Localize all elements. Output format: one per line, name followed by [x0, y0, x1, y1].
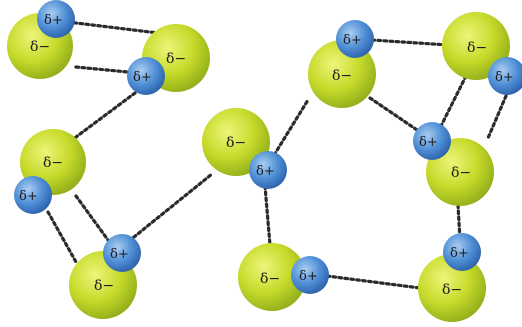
- partial-negative-label: δ−: [467, 40, 487, 56]
- hydrogen-atom: [103, 234, 141, 272]
- water-molecule: δ− δ+: [127, 24, 210, 95]
- water-molecule: δ− δ+: [442, 12, 522, 95]
- hydrogen-bond: [269, 98, 310, 162]
- water-molecule: δ− δ+: [308, 20, 376, 108]
- water-molecule: δ− δ+: [69, 234, 141, 319]
- hydrogen-bond: [74, 194, 110, 242]
- partial-negative-label: δ−: [226, 135, 246, 151]
- hydrogen-bond: [46, 210, 78, 264]
- hydrogen-bond: [368, 96, 422, 134]
- partial-positive-label: δ+: [44, 13, 63, 28]
- oxygen-atom: [418, 254, 486, 322]
- water-molecule: δ− δ+: [418, 233, 486, 322]
- oxygen-atom: [442, 12, 510, 80]
- water-molecule: δ− δ+: [413, 122, 494, 206]
- partial-positive-label: δ+: [450, 246, 469, 261]
- partial-positive-label: δ+: [133, 70, 152, 85]
- hydrogen-atom: [488, 57, 522, 95]
- hydrogen-bond: [370, 38, 450, 47]
- partial-negative-label: δ−: [442, 282, 462, 298]
- water-molecule: δ− δ+: [202, 108, 287, 189]
- hydrogen-bond: [263, 184, 272, 247]
- partial-positive-label: δ+: [299, 269, 318, 284]
- partial-negative-label: δ−: [166, 51, 186, 67]
- water-molecule: δ− δ+: [14, 129, 86, 214]
- partial-negative-label: δ−: [94, 278, 114, 294]
- water-molecule: δ− δ+: [7, 0, 75, 79]
- water-molecule: δ− δ+: [238, 243, 329, 311]
- hydrogen-bond: [70, 91, 137, 142]
- partial-negative-label: δ−: [332, 68, 352, 84]
- partial-positive-label: δ+: [110, 247, 129, 262]
- partial-positive-label: δ+: [419, 135, 438, 150]
- hydrogen-bond: [66, 20, 160, 35]
- hydrogen-atom: [127, 57, 165, 95]
- hydrogen-atom: [249, 151, 287, 189]
- hydrogen-bond: [486, 94, 508, 140]
- partial-positive-label: δ+: [19, 189, 38, 204]
- partial-negative-label: δ−: [260, 271, 280, 287]
- partial-positive-label: δ+: [495, 70, 514, 85]
- hydrogen-bond: [438, 74, 468, 130]
- partial-negative-label: δ−: [43, 155, 63, 171]
- hydrogen-atom: [291, 256, 329, 294]
- partial-negative-label: δ−: [30, 39, 50, 55]
- hydrogen-bond: [325, 274, 422, 290]
- hydrogen-atom: [413, 122, 451, 160]
- hydrogen-bond: [127, 172, 214, 243]
- partial-negative-label: δ−: [451, 165, 471, 181]
- hydrogen-atom: [336, 20, 374, 58]
- hydrogen-atom: [443, 233, 481, 271]
- hydrogen-atom: [14, 176, 52, 214]
- hydrogen-atom: [37, 0, 75, 38]
- partial-positive-label: δ+: [256, 164, 275, 179]
- partial-positive-label: δ+: [343, 33, 362, 48]
- oxygen-atom: [238, 243, 306, 311]
